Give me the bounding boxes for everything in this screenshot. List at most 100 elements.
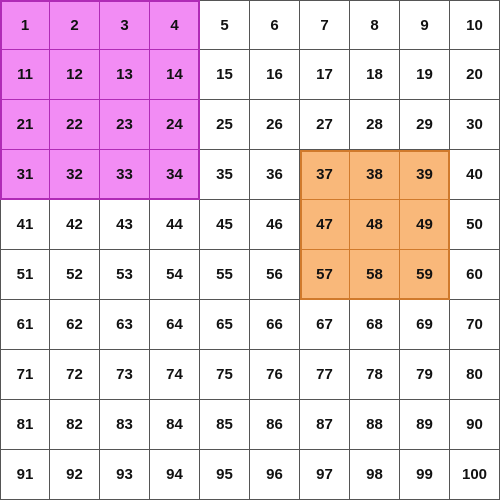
grid-cell: 95 — [200, 450, 250, 500]
grid-cell: 10 — [450, 0, 500, 50]
grid-cell: 42 — [50, 200, 100, 250]
grid-cell: 18 — [350, 50, 400, 100]
grid-cell: 86 — [250, 400, 300, 450]
grid-cell: 11 — [0, 50, 50, 100]
grid-cell: 52 — [50, 250, 100, 300]
grid-cell: 44 — [150, 200, 200, 250]
grid-cell: 25 — [200, 100, 250, 150]
grid-cell: 19 — [400, 50, 450, 100]
grid-cell: 51 — [0, 250, 50, 300]
grid-cell: 47 — [300, 200, 350, 250]
grid-cell: 73 — [100, 350, 150, 400]
grid-cell: 54 — [150, 250, 200, 300]
grid-cell: 85 — [200, 400, 250, 450]
grid-cell: 31 — [0, 150, 50, 200]
grid-cell: 87 — [300, 400, 350, 450]
grid-cell: 22 — [50, 100, 100, 150]
grid-cell: 81 — [0, 400, 50, 450]
grid-cell: 66 — [250, 300, 300, 350]
grid-cell: 55 — [200, 250, 250, 300]
grid-cell: 99 — [400, 450, 450, 500]
grid-cell: 15 — [200, 50, 250, 100]
grid-cell: 98 — [350, 450, 400, 500]
grid-cell: 76 — [250, 350, 300, 400]
grid-cell: 40 — [450, 150, 500, 200]
grid-cell: 84 — [150, 400, 200, 450]
grid-cell: 91 — [0, 450, 50, 500]
grid-cell: 80 — [450, 350, 500, 400]
grid-cell: 71 — [0, 350, 50, 400]
grid-cell: 70 — [450, 300, 500, 350]
grid-cell: 29 — [400, 100, 450, 150]
grid-cell: 100 — [450, 450, 500, 500]
grid-cell: 26 — [250, 100, 300, 150]
grid-cell: 49 — [400, 200, 450, 250]
grid-cell: 12 — [50, 50, 100, 100]
grid-cell: 93 — [100, 450, 150, 500]
grid-cell: 43 — [100, 200, 150, 250]
grid-cell: 46 — [250, 200, 300, 250]
grid-cell: 17 — [300, 50, 350, 100]
grid-cell: 27 — [300, 100, 350, 150]
grid-cell: 41 — [0, 200, 50, 250]
grid-cell: 72 — [50, 350, 100, 400]
grid-cell: 94 — [150, 450, 200, 500]
grid-cell: 7 — [300, 0, 350, 50]
grid-cell: 28 — [350, 100, 400, 150]
grid-cell: 2 — [50, 0, 100, 50]
grid-cell: 60 — [450, 250, 500, 300]
grid-cell: 79 — [400, 350, 450, 400]
grid-cell: 75 — [200, 350, 250, 400]
grid-cell: 83 — [100, 400, 150, 450]
grid-cell: 78 — [350, 350, 400, 400]
grid-cell: 45 — [200, 200, 250, 250]
grid-cell: 33 — [100, 150, 150, 200]
grid-cell: 59 — [400, 250, 450, 300]
grid-cell: 4 — [150, 0, 200, 50]
grid-cell: 48 — [350, 200, 400, 250]
grid-cell: 96 — [250, 450, 300, 500]
grid-cell: 61 — [0, 300, 50, 350]
grid-cell: 77 — [300, 350, 350, 400]
grid-cell: 6 — [250, 0, 300, 50]
grid-cell: 8 — [350, 0, 400, 50]
grid-cell: 89 — [400, 400, 450, 450]
grid-cell: 1 — [0, 0, 50, 50]
grid-cell: 34 — [150, 150, 200, 200]
grid-cell: 97 — [300, 450, 350, 500]
grid-cell: 56 — [250, 250, 300, 300]
grid-cell: 92 — [50, 450, 100, 500]
grid-cell: 36 — [250, 150, 300, 200]
grid-cell: 62 — [50, 300, 100, 350]
grid-cell: 14 — [150, 50, 200, 100]
grid-cell: 30 — [450, 100, 500, 150]
grid-cell: 90 — [450, 400, 500, 450]
grid-cell: 37 — [300, 150, 350, 200]
grid-cell: 16 — [250, 50, 300, 100]
grid-cell: 21 — [0, 100, 50, 150]
grid-cell: 69 — [400, 300, 450, 350]
grid-cell: 39 — [400, 150, 450, 200]
grid-cell: 74 — [150, 350, 200, 400]
grid-cell: 64 — [150, 300, 200, 350]
grid-cell: 53 — [100, 250, 150, 300]
grid-cell: 82 — [50, 400, 100, 450]
grid-cell: 38 — [350, 150, 400, 200]
grid-cell: 65 — [200, 300, 250, 350]
grid-cell: 32 — [50, 150, 100, 200]
grid-cell: 35 — [200, 150, 250, 200]
grid-cell: 5 — [200, 0, 250, 50]
grid-cell: 57 — [300, 250, 350, 300]
grid-cell: 50 — [450, 200, 500, 250]
grid-cell: 24 — [150, 100, 200, 150]
grid-cell: 13 — [100, 50, 150, 100]
grid-cell: 20 — [450, 50, 500, 100]
grid-cell: 68 — [350, 300, 400, 350]
grid-cell: 58 — [350, 250, 400, 300]
grid-cell: 3 — [100, 0, 150, 50]
grid-cell: 9 — [400, 0, 450, 50]
grid-cell: 23 — [100, 100, 150, 150]
grid-cell: 88 — [350, 400, 400, 450]
grid-cell: 63 — [100, 300, 150, 350]
